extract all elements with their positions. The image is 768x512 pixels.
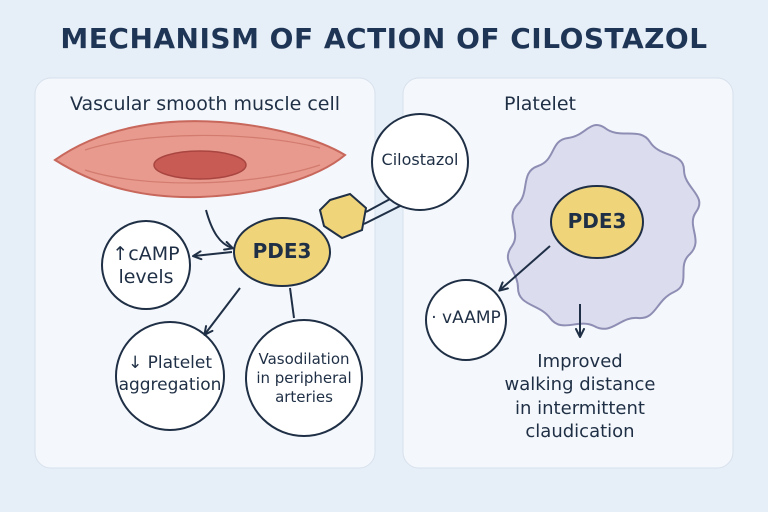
outcome-label: Improved walking distance in intermitten… xyxy=(504,351,656,443)
vasodilation-bubble xyxy=(245,319,363,437)
molecule-link xyxy=(363,203,405,225)
platelet-aggregation-bubble xyxy=(115,321,225,431)
pde3-enzyme-left xyxy=(233,217,331,287)
right-panel-heading: Platelet xyxy=(504,93,576,115)
arrow-pde3-to-camp xyxy=(192,250,233,261)
muscle-striation xyxy=(84,134,321,151)
molecule-link xyxy=(365,197,393,213)
left-panel-heading: Vascular smooth muscle cell xyxy=(69,93,341,115)
pde3-enzyme-right xyxy=(550,185,644,259)
muscle-striation xyxy=(84,164,321,184)
page-title: MECHANISM OF ACTION OF CILOSTAZOL xyxy=(60,22,708,55)
cilostazol-label: Cilostazol xyxy=(381,150,459,169)
camp-label: ↑cAMP levels xyxy=(112,243,180,288)
vaamp-bubble xyxy=(425,279,507,361)
arrow-cell-to-pde3 xyxy=(205,209,234,251)
pde3-label-left: PDE3 xyxy=(252,239,312,263)
line-pde3-to-vasodilation xyxy=(289,287,295,319)
cilostazol-bubble xyxy=(371,113,469,211)
cilostazol-molecule-icon xyxy=(318,192,368,240)
arrow-pde3-to-vaamp xyxy=(498,245,551,292)
nucleus-icon xyxy=(153,150,247,180)
vasodilation-label: Vasodilation in peripheral arteries xyxy=(256,350,352,406)
vaamp-label: · vAAMP xyxy=(431,308,501,328)
arrow-pde3-to-aggregation xyxy=(203,287,241,336)
platelet-aggregation-label: ↓ Platelet aggregation xyxy=(118,353,222,396)
camp-bubble xyxy=(101,220,191,310)
pde3-label-right: PDE3 xyxy=(567,209,627,233)
